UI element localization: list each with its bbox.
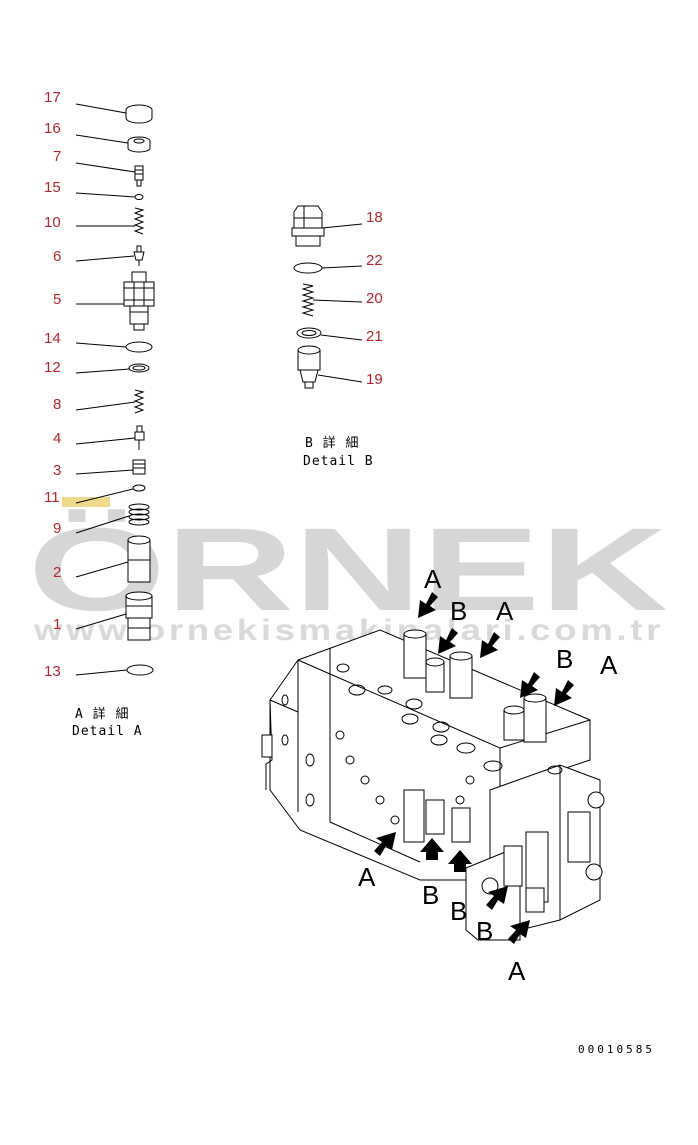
part-19-piston (297, 345, 321, 389)
part-22-o-ring (293, 262, 323, 274)
control-valve-assembly (261, 629, 605, 941)
part-7-screw (134, 165, 144, 187)
part-11-ring (132, 484, 146, 492)
callout-17: 17 (44, 89, 61, 106)
top-valves (403, 629, 547, 743)
detail-b-caption-en: Detail B (303, 454, 374, 469)
callout-8: 8 (53, 396, 61, 413)
detail-b-caption-jp: B 詳 細 (305, 435, 359, 451)
arrow-b-2 (520, 672, 540, 698)
part-9-spring (128, 503, 150, 526)
callout-3: 3 (53, 462, 61, 479)
arrow-a-1 (418, 592, 438, 618)
callout-18: 18 (366, 209, 383, 226)
part-13-o-ring (126, 664, 154, 676)
callout-10: 10 (44, 214, 61, 231)
part-15-o-ring (134, 194, 144, 200)
arrow-b-1 (438, 628, 458, 654)
view-label-b-2: B (556, 644, 573, 674)
detail-b-leaders (312, 223, 363, 383)
arrow-a-3 (554, 680, 574, 706)
callout-13: 13 (44, 663, 61, 680)
front-valves (403, 789, 549, 913)
arrow-a-5 (508, 920, 530, 944)
part-5-valve-body (123, 271, 155, 331)
callout-16: 16 (44, 120, 61, 137)
callout-1: 1 (53, 616, 61, 633)
part-6-poppet (133, 245, 145, 266)
view-label-a-3: A (600, 650, 618, 680)
callout-21: 21 (366, 328, 383, 345)
callout-15: 15 (44, 179, 61, 196)
callout-4: 4 (53, 430, 61, 447)
callout-19: 19 (366, 371, 383, 388)
arrow-b-4 (448, 850, 472, 872)
detail-a-parts (123, 104, 155, 676)
part-12-backup-ring (128, 363, 150, 373)
document-number: 00010585 (578, 1043, 655, 1056)
view-label-a-2: A (496, 596, 514, 626)
callout-20: 20 (366, 290, 383, 307)
view-label-a-4: A (358, 862, 376, 892)
callout-5: 5 (53, 291, 61, 308)
arrow-b-5 (486, 886, 508, 910)
part-4-piston (134, 425, 145, 450)
part-1-plug (125, 591, 153, 641)
detail-a-caption-jp: A 詳 細 (75, 706, 129, 722)
part-21-ring (296, 327, 322, 339)
arrow-a-2 (480, 632, 500, 658)
detail-a-callouts: 17 16 7 15 10 6 5 14 12 8 4 3 11 9 2 1 1… (44, 89, 61, 680)
detail-a-leaders (75, 103, 136, 676)
part-20-spring (301, 283, 315, 317)
view-arrows (374, 592, 574, 944)
arrow-a-4 (374, 832, 396, 856)
view-label-a-5: A (508, 956, 526, 986)
view-label-a-1: A (424, 564, 442, 594)
port-holes (281, 663, 563, 825)
arrow-b-3 (420, 838, 444, 860)
part-2-sleeve (127, 535, 151, 583)
callout-2: 2 (53, 564, 61, 581)
view-label-b-1: B (450, 596, 467, 626)
view-label-b-3: B (422, 880, 439, 910)
part-14-o-ring (125, 341, 153, 353)
callout-9: 9 (53, 520, 61, 537)
callout-12: 12 (44, 359, 61, 376)
detail-a-caption-en: Detail A (72, 724, 143, 739)
part-10-spring (133, 207, 145, 235)
detail-b-callouts: 18 22 20 21 19 (366, 209, 383, 388)
callout-11: 11 (44, 489, 60, 506)
detail-b-parts (291, 205, 325, 389)
part-3-seat (132, 459, 146, 475)
view-label-b-5: B (476, 916, 493, 946)
part-16-nut (127, 136, 151, 153)
callout-6: 6 (53, 248, 61, 265)
part-18-plug (291, 205, 325, 247)
part-17-cap (125, 104, 153, 124)
callout-14: 14 (44, 330, 61, 347)
view-label-b-4: B (450, 896, 467, 926)
watermark: ÖRNEK www.ornekismakinalari.com.tr (28, 497, 668, 647)
part-8-spring (133, 389, 145, 414)
watermark-accent (62, 497, 110, 507)
view-labels: A B A B A A B B B A (358, 564, 618, 986)
callout-7: 7 (53, 148, 61, 165)
callout-22: 22 (366, 252, 383, 269)
